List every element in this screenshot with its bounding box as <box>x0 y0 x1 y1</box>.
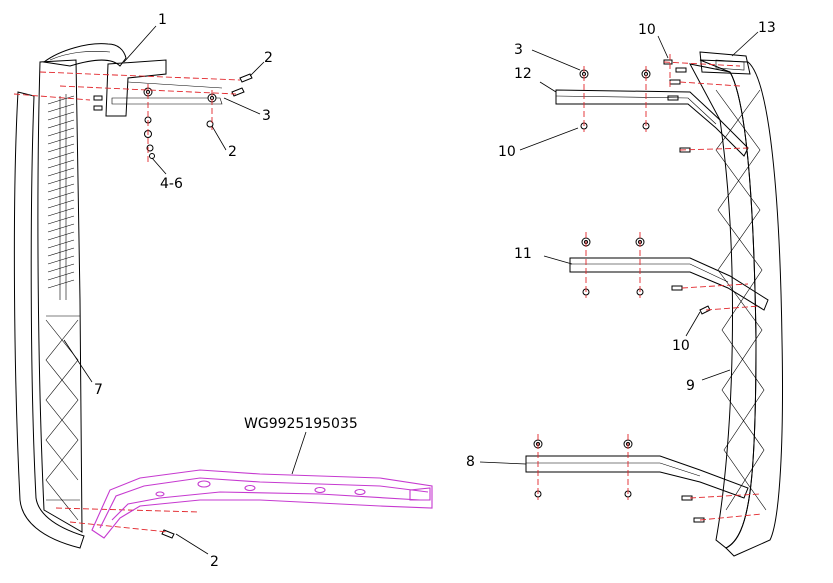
assembly-axes-right <box>537 54 763 521</box>
fastener-group-right <box>533 59 711 523</box>
callout-2: 2 <box>264 50 273 66</box>
callout-9: 9 <box>686 378 695 394</box>
callout-3: 3 <box>262 108 271 124</box>
callout-12: 12 <box>514 66 532 82</box>
callout-3: 3 <box>514 42 523 58</box>
assembly-axes-left <box>13 71 241 533</box>
callout-11: 11 <box>514 246 532 262</box>
leader-lines <box>63 25 759 555</box>
left-frame-assembly <box>13 43 253 549</box>
right-frame-assembly <box>525 51 783 557</box>
right-lattice <box>715 89 767 511</box>
part-number-label: WG9925195035 <box>244 416 358 432</box>
callout-4-6: 4-6 <box>160 176 183 192</box>
callout-2: 2 <box>210 554 219 570</box>
callout-2: 2 <box>228 144 237 160</box>
callout-7: 7 <box>94 382 103 398</box>
lower-lattice <box>45 315 80 521</box>
callout-1: 1 <box>158 12 167 28</box>
grille-slats <box>47 94 75 300</box>
callout-10: 10 <box>638 22 656 38</box>
callout-8: 8 <box>466 454 475 470</box>
callout-10: 10 <box>498 144 516 160</box>
highlighted-crossmember <box>91 469 433 539</box>
callout-13: 13 <box>758 20 776 36</box>
callout-10: 10 <box>672 338 690 354</box>
callout-labels: 1 2 3 2 4-6 7 WG9925195035 2 3 12 10 13 … <box>94 12 776 570</box>
